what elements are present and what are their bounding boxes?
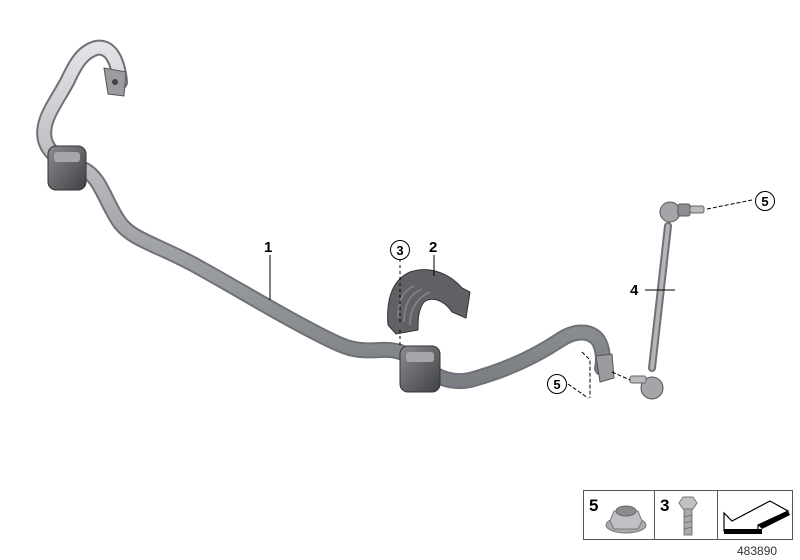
callout-1[interactable]: 1 [264,239,273,256]
bar-bush-middle [399,345,441,393]
legend-number: 5 [589,496,599,515]
parts-legend: 5 3 [583,490,793,540]
diagram-id: 483890 [737,544,778,558]
callout-4[interactable]: 4 [630,282,639,299]
direction-arrow-icon [723,500,790,534]
stabilizer-bar[interactable] [36,39,615,390]
callout-5-circled-bottom[interactable]: 5 [547,374,567,394]
legend-number: 3 [660,496,670,515]
callout-2[interactable]: 2 [429,239,438,256]
legend-cell-bolt[interactable]: 3 [655,491,718,539]
callout-5-circled-top[interactable]: 5 [755,191,775,211]
hex-bolt-icon [678,496,698,536]
bar-bush-left [47,145,87,191]
legend-cell-nut[interactable]: 5 [584,491,655,539]
stabilizer-link[interactable] [629,201,705,400]
callout-3-circled[interactable]: 3 [390,240,410,260]
leader-lines [269,199,753,399]
legend-cell-direction[interactable] [718,491,794,539]
flange-nut-icon [605,505,647,534]
rubber-mount[interactable] [387,269,471,335]
